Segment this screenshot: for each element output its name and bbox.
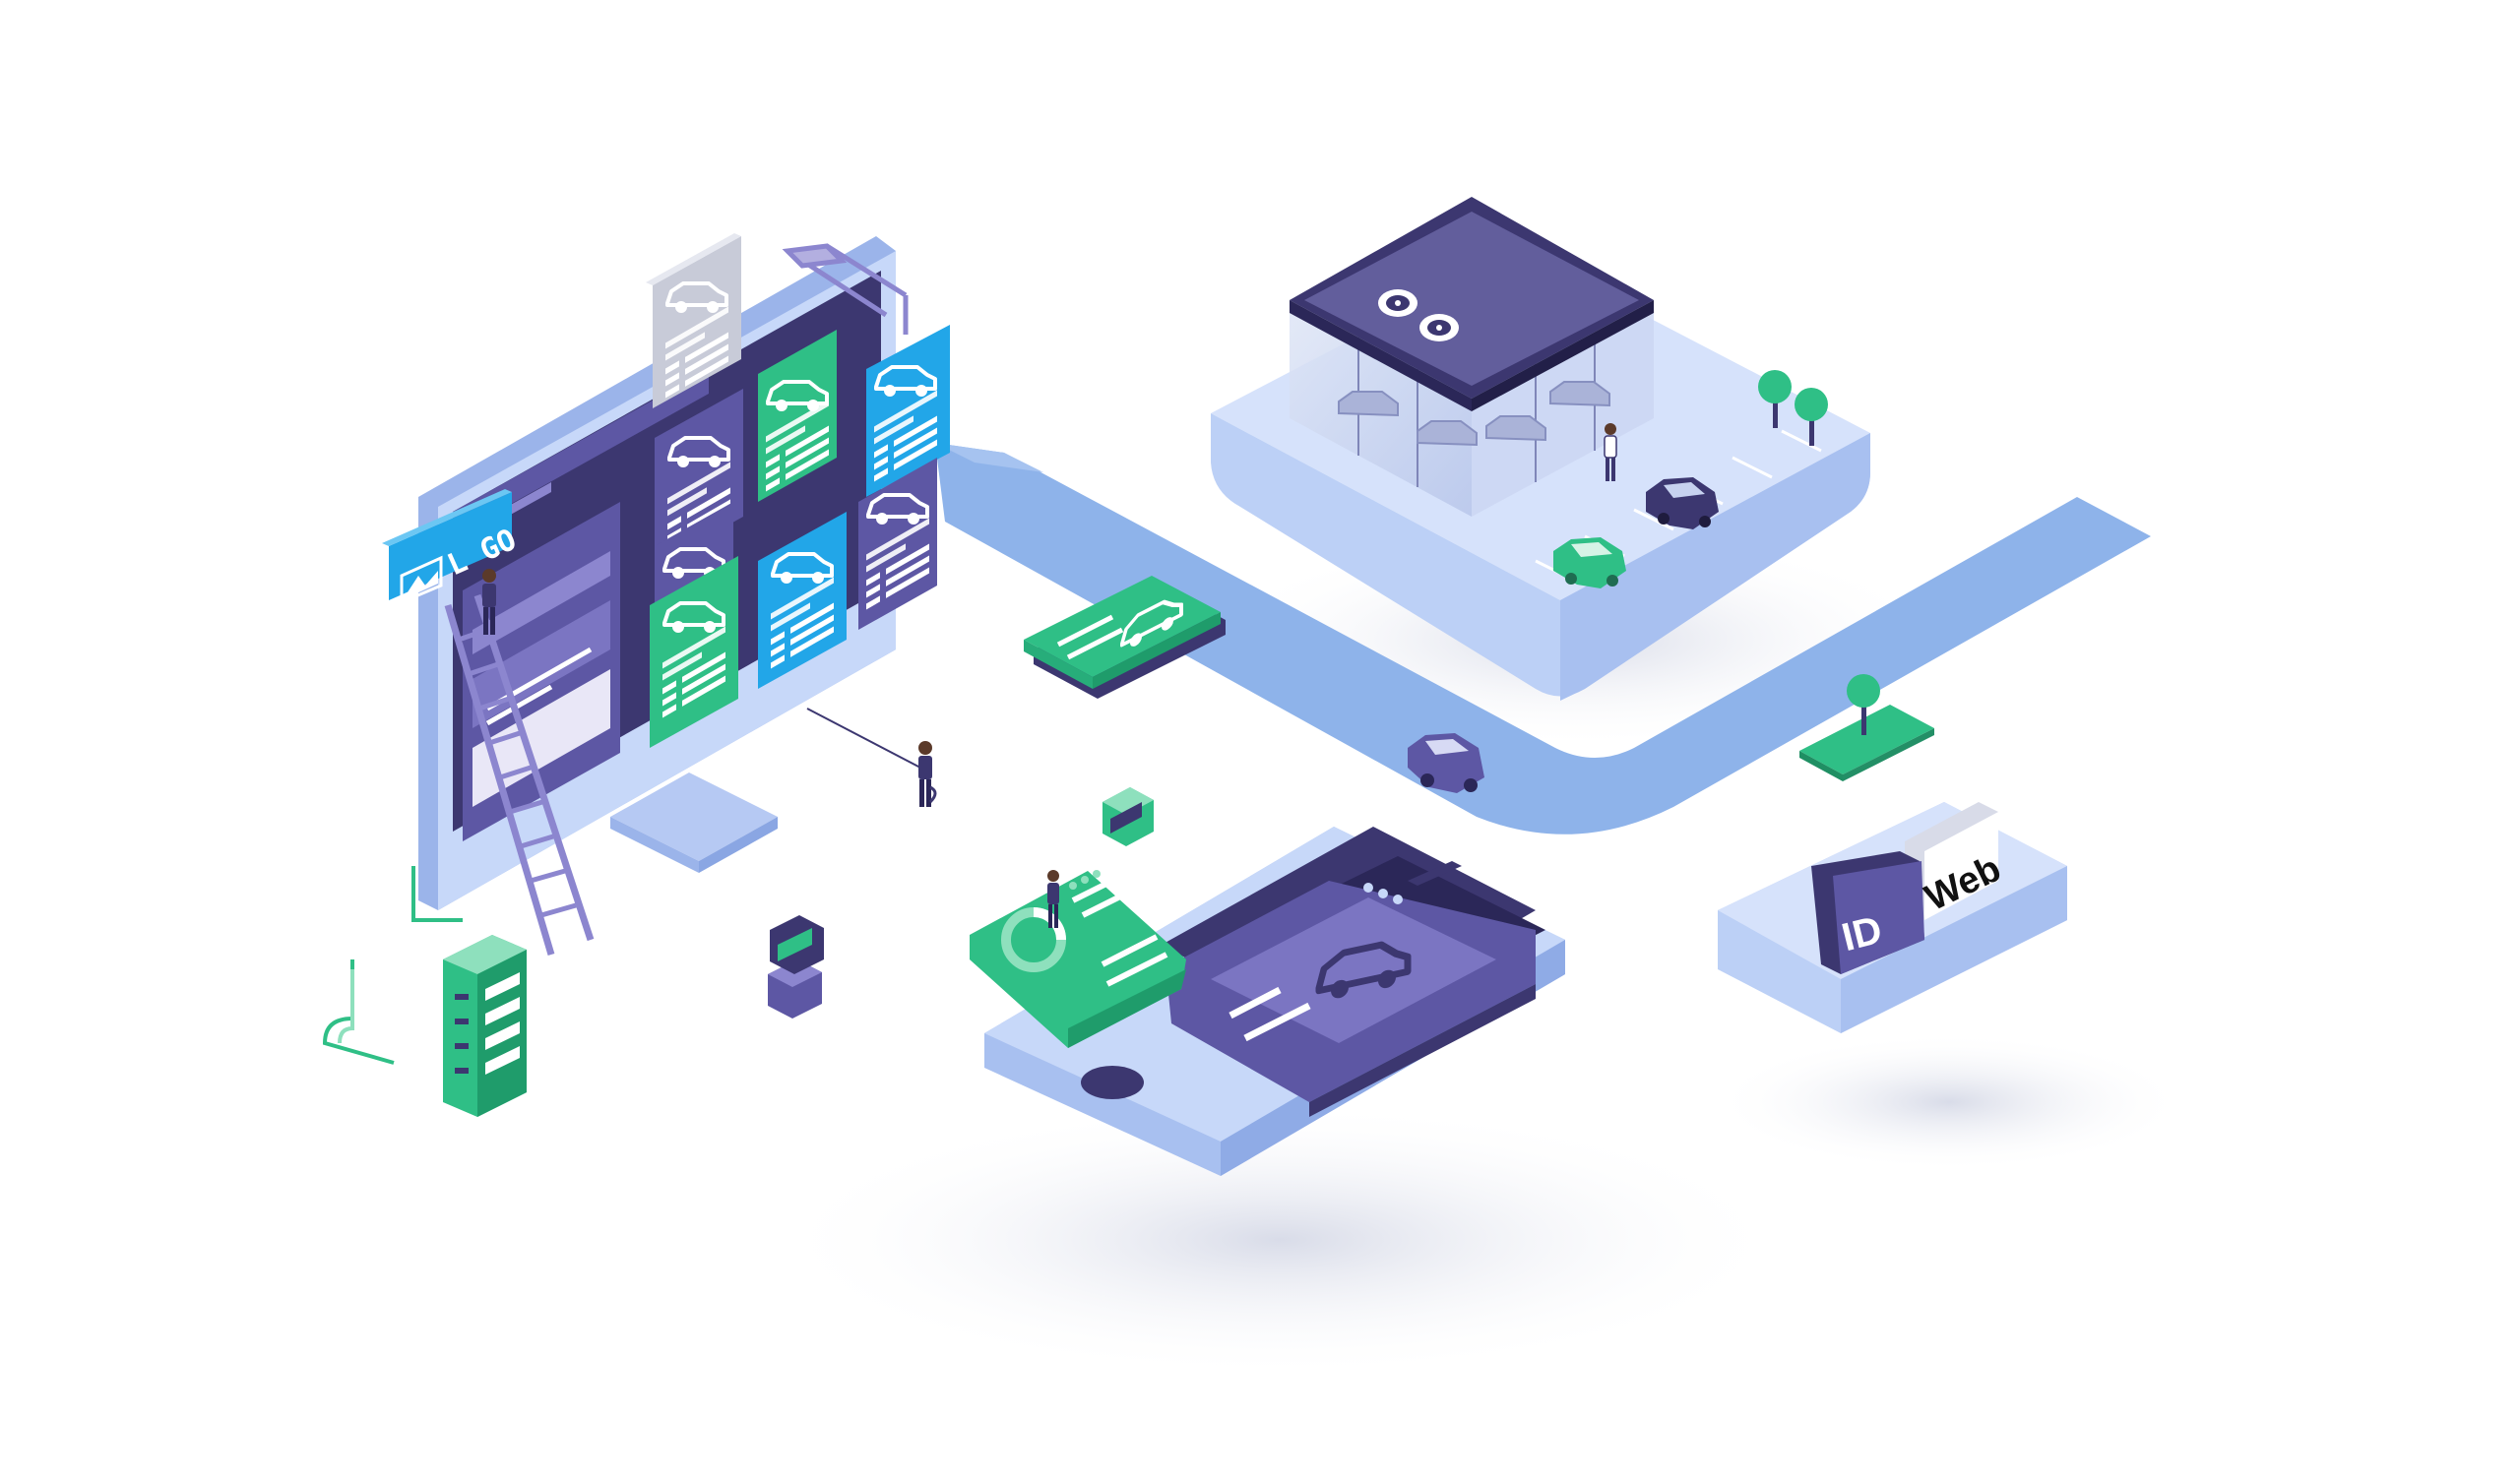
person-icon [482,569,496,635]
person-icon [1047,870,1059,928]
rope [806,708,921,769]
data-cube [768,915,824,1019]
car-icon [1408,733,1484,793]
image-icon [400,555,443,605]
tree-icon [1795,388,1828,446]
listing-card [858,458,937,630]
dealership-building [1290,197,1654,517]
fan-icon [1419,314,1459,341]
car-icon [1553,537,1626,588]
phone-chart-panel [970,870,1186,1048]
logo-sign: L GO [382,489,522,605]
listing-card [650,556,738,748]
tree-icon [1758,370,1792,428]
crane [782,243,909,335]
fan-icon [1378,289,1418,317]
data-cube [1102,787,1154,846]
person-icon [1604,423,1617,481]
listing-card-grid [650,325,950,748]
listing-card [758,512,847,689]
ladder-icon [444,593,595,956]
tree-patch [1799,674,1934,781]
showroom-car-icon [1338,381,1610,447]
listing-card [758,330,837,502]
shadow-brand [1713,1033,2185,1171]
tree-icon [1847,674,1880,735]
car-icon [1646,477,1719,529]
listing-card-hoisted [646,233,741,408]
server-icon [322,866,527,1117]
chart-icon [1001,907,1066,972]
phone-listing-panel [1162,856,1545,1117]
floating-listing-card [1024,576,1226,699]
shadow-phone [768,1102,1792,1378]
person-icon [918,741,937,807]
car-icon [1315,941,1412,999]
listing-card [866,325,950,497]
